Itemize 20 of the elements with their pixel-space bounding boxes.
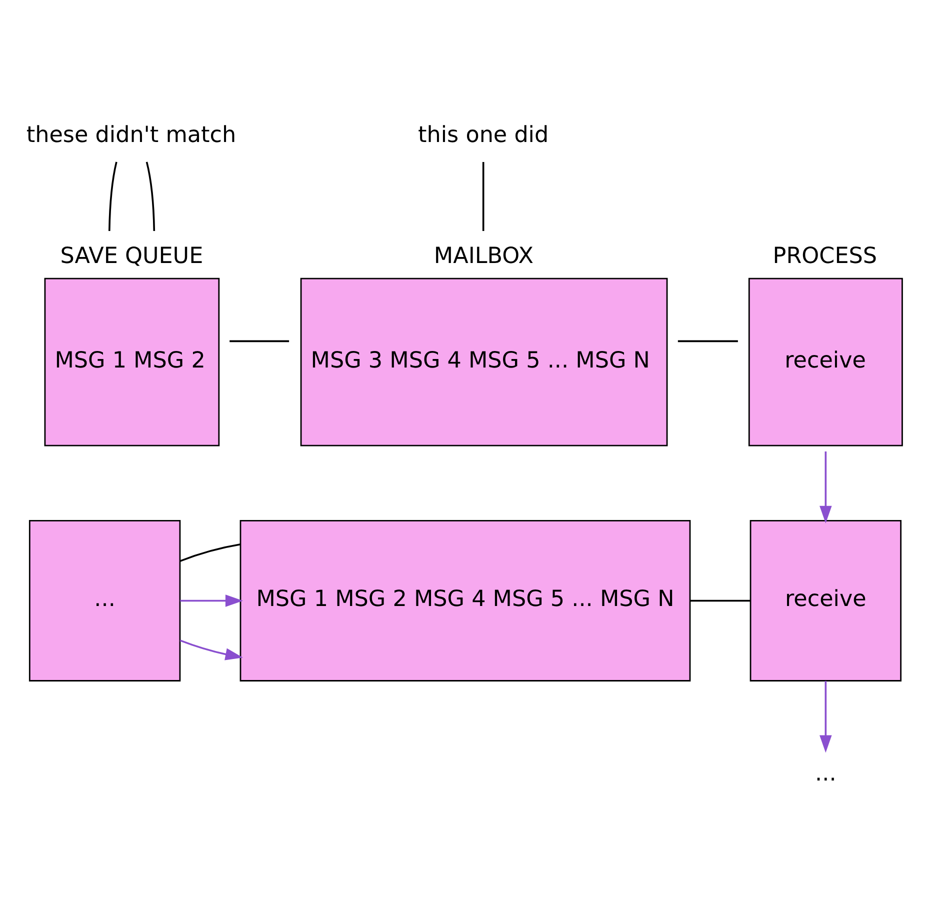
connector [180, 543, 240, 562]
connector [146, 161, 156, 231]
connector [108, 161, 118, 231]
connector [482, 161, 484, 231]
node-label: MAILBOX [434, 242, 534, 268]
connector [230, 340, 290, 342]
node-box: ... [28, 520, 181, 681]
node-text: this one did [418, 121, 549, 148]
connector [678, 340, 738, 342]
node-box: MSG 1 MSG 2 MSG 4 MSG 5 ... MSG N [240, 520, 691, 681]
node-label: SAVE QUEUE [60, 242, 204, 268]
node-box: receive [750, 520, 902, 681]
arrow [180, 594, 243, 606]
node-text: these didn't match [26, 121, 236, 148]
connector [690, 599, 751, 602]
arrow [180, 639, 243, 660]
node-text: ... [815, 760, 836, 786]
arrow [820, 680, 832, 752]
arrow [820, 450, 832, 523]
node-label: PROCESS [772, 242, 878, 268]
